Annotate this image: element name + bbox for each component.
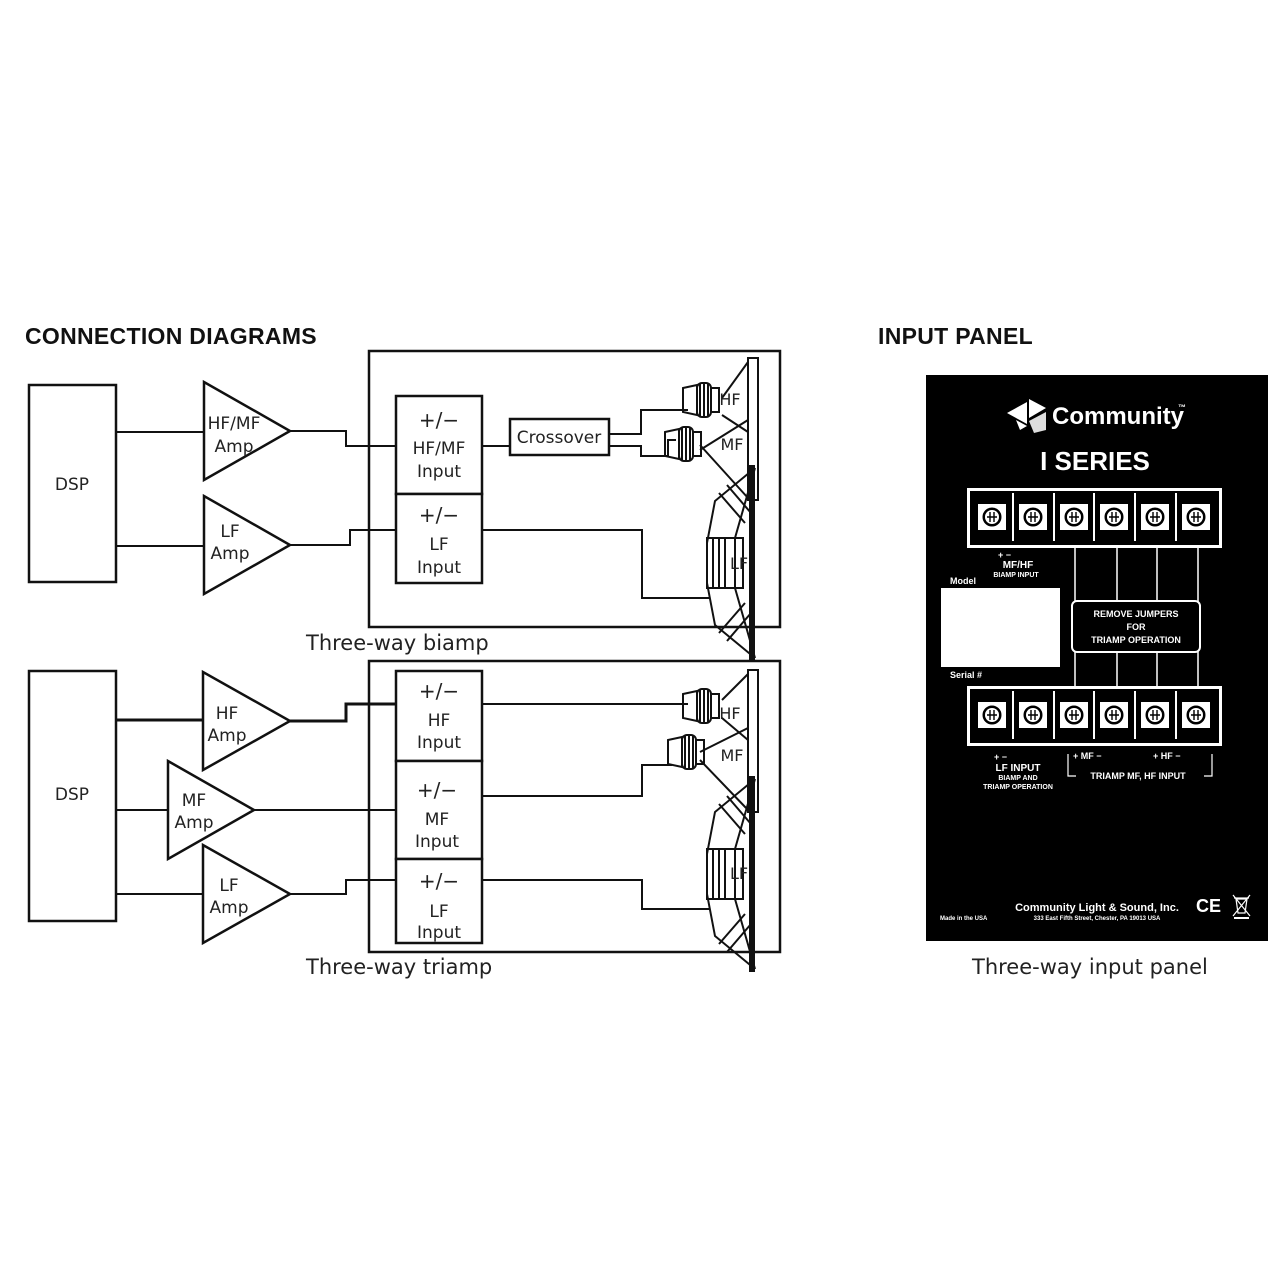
bottom-terminal-screw-icon xyxy=(1012,691,1047,739)
connection-diagrams-heading: CONNECTION DIAGRAMS xyxy=(25,323,317,349)
triamp-lf-amp-label: LF xyxy=(219,876,238,896)
biamp-hf-label: HF xyxy=(719,390,740,409)
triamp-hf-amp xyxy=(201,669,293,773)
mfhf-label: MF/HF xyxy=(1003,560,1034,571)
lf-input-label: LF INPUT xyxy=(996,763,1041,774)
biamp-lf-input-label-2: Input xyxy=(417,558,461,578)
community-logo-icon xyxy=(1007,399,1046,433)
bottom-terminal-screw-icon xyxy=(1053,691,1088,739)
top-terminal-screw-icon xyxy=(1012,493,1047,541)
bottom-terminal-screw-icon xyxy=(1134,691,1169,739)
top-terminal-screw-icon xyxy=(1053,493,1088,541)
notice-line-1: REMOVE JUMPERS xyxy=(1093,609,1178,619)
biamp-hfmf-input xyxy=(394,394,484,496)
triamp-mf-input-label: MF xyxy=(425,810,449,830)
lf-input-sub-2: TRIAMP OPERATION xyxy=(983,784,1053,791)
triamp-mf-input-polarity: +/− xyxy=(417,778,457,802)
triamp-hf-input xyxy=(394,669,484,763)
triamp-lf-amp xyxy=(201,842,293,946)
triamp-mf-label: MF xyxy=(720,746,743,765)
notice-line-2: FOR xyxy=(1127,622,1146,632)
model-serial-field xyxy=(941,588,1060,667)
triamp-dsp-label: DSP xyxy=(55,785,89,805)
company-address: 333 East Fifth Street, Chester, PA 19013… xyxy=(1034,916,1161,922)
triamp-mf-input xyxy=(394,759,484,861)
crossover-label: Crossover xyxy=(517,428,602,448)
triamp-bracket xyxy=(1067,754,1213,777)
panel-series: I SERIES xyxy=(1040,446,1150,476)
triamp-hf-amp-label-2: Amp xyxy=(208,726,247,746)
biamp-lf-input-label: LF xyxy=(429,535,448,555)
input-panel-heading: INPUT PANEL xyxy=(878,323,1033,349)
triamp-caption: Three-way triamp xyxy=(306,955,493,979)
crossover-box xyxy=(508,417,611,457)
top-terminal-screw-icon xyxy=(1134,493,1169,541)
triamp-lf-input-polarity: +/− xyxy=(419,869,459,893)
bottom-terminal-screw-icon xyxy=(978,702,1006,728)
serial-label: Serial # xyxy=(950,670,982,680)
notice-line-3: TRIAMP OPERATION xyxy=(1091,635,1181,645)
weee-bin-icon xyxy=(1232,894,1251,919)
panel-trademark: ™ xyxy=(1178,403,1186,412)
company-name: Community Light & Sound, Inc. xyxy=(1015,902,1179,914)
biamp-dsp-box xyxy=(27,383,118,584)
triamp-lf-input-label-2: Input xyxy=(417,923,461,943)
top-polarity-marks: + − xyxy=(998,550,1011,560)
triamp-mf-amp xyxy=(166,758,257,862)
triamp-lf-label: LF xyxy=(730,864,748,883)
triamp-hf-label: HF xyxy=(719,704,740,723)
biamp-hfmf-amp-label: HF/MF xyxy=(208,414,261,434)
triamp-mf-amp-label-2: Amp xyxy=(175,813,214,833)
biamp-mf-label: MF xyxy=(720,435,743,454)
lf-polarity-marks: + − xyxy=(994,752,1007,762)
biamp-lf-input-polarity: +/− xyxy=(419,503,459,527)
triamp-mf-amp-label: MF xyxy=(182,791,206,811)
biamp-lf-input xyxy=(394,492,484,585)
triamp-lf-input-label: LF xyxy=(429,902,448,922)
top-terminal-screw-icon xyxy=(1093,493,1128,541)
triamp-input-label: TRIAMP MF, HF INPUT xyxy=(1090,771,1186,781)
biamp-caption: Three-way biamp xyxy=(306,631,489,655)
triamp-horn-mouth xyxy=(747,669,759,813)
model-label: Model xyxy=(950,576,976,586)
top-terminal-screw-icon xyxy=(978,504,1006,530)
biamp-dsp-label: DSP xyxy=(55,475,89,495)
triamp-lf-amp-label-2: Amp xyxy=(210,898,249,918)
top-terminal-screw-icon xyxy=(1175,493,1210,541)
biamp-lf-label: LF xyxy=(730,554,748,573)
bottom-terminal-screw-icon xyxy=(1175,691,1210,739)
ce-mark: CE xyxy=(1196,896,1221,916)
biamp-lf-amp xyxy=(202,493,293,597)
panel-brand-name: Community xyxy=(1052,403,1185,430)
triamp-hf-input-label-2: Input xyxy=(417,733,461,753)
biamp-input-label: BIAMP INPUT xyxy=(993,572,1039,579)
biamp-hfmf-amp-label-2: Amp xyxy=(215,437,254,457)
biamp-hfmf-input-label-2: Input xyxy=(417,462,461,482)
made-in-usa: Made in the USA xyxy=(940,916,988,922)
triamp-mf-input-label-2: Input xyxy=(415,832,459,852)
bottom-terminal-screw-icon xyxy=(1093,691,1128,739)
triamp-hf-amp-label: HF xyxy=(216,704,239,724)
mf-polarity-marks: + MF − xyxy=(1073,751,1102,761)
triamp-hf-input-label: HF xyxy=(428,711,451,731)
biamp-lf-amp-label-2: Amp xyxy=(211,544,250,564)
triamp-hf-input-polarity: +/− xyxy=(419,679,459,703)
biamp-hfmf-amp xyxy=(202,379,293,483)
biamp-hfmf-input-label: HF/MF xyxy=(413,439,466,459)
biamp-hfmf-input-polarity: +/− xyxy=(419,408,459,432)
hf-polarity-marks: + HF − xyxy=(1153,751,1181,761)
lf-input-sub-1: BIAMP AND xyxy=(998,775,1037,782)
panel-caption: Three-way input panel xyxy=(972,955,1208,979)
biamp-lf-amp-label: LF xyxy=(220,522,239,542)
biamp-horn-mouth xyxy=(747,357,759,501)
triamp-dsp-box xyxy=(27,669,118,923)
triamp-lf-input xyxy=(394,857,484,945)
remove-jumpers-notice xyxy=(1071,600,1201,653)
